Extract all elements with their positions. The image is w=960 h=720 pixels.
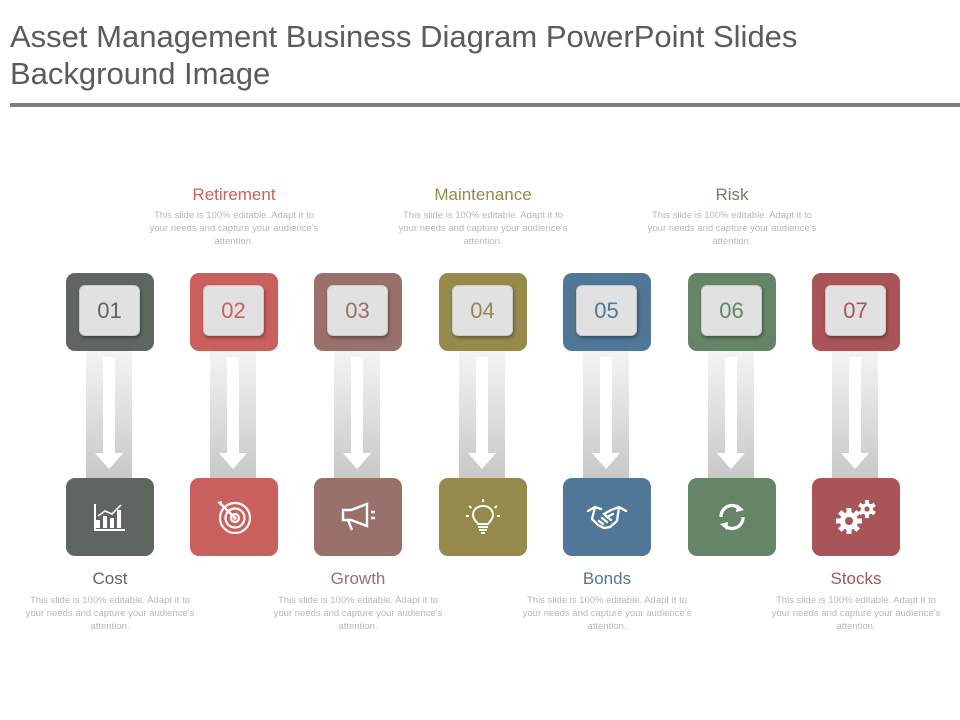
connector-arrow — [832, 351, 878, 478]
step-number-box: 06 — [688, 273, 776, 351]
step-number-box: 07 — [812, 273, 900, 351]
step-number: 05 — [576, 285, 637, 336]
megaphone-icon — [338, 500, 378, 534]
slide-title-line-2: Background Image — [10, 56, 271, 91]
step-description: This slide is 100% editable. Adapt it to… — [398, 210, 568, 247]
refresh-icon — [713, 498, 751, 536]
step-description: This slide is 100% editable. Adapt it to… — [25, 595, 195, 632]
step-number-box: 04 — [439, 273, 527, 351]
handshake-icon — [586, 501, 628, 533]
connector-arrow — [210, 351, 256, 478]
step-07: 07 — [812, 0, 900, 720]
connector-arrow — [459, 351, 505, 478]
step-number-box: 03 — [314, 273, 402, 351]
step-number-box: 05 — [563, 273, 651, 351]
connector-arrow — [708, 351, 754, 478]
step-02: 02 — [190, 0, 278, 720]
step-icon-box — [190, 478, 278, 556]
step-label: Growth — [330, 569, 386, 588]
step-icon-box — [812, 478, 900, 556]
step-description: This slide is 100% editable. Adapt it to… — [149, 210, 319, 247]
step-label: Risk — [715, 185, 749, 204]
connector-arrow — [334, 351, 380, 478]
gears-icon — [833, 497, 879, 537]
step-icon-box — [688, 478, 776, 556]
step-description: This slide is 100% editable. Adapt it to… — [522, 595, 692, 632]
connector-arrow — [86, 351, 132, 478]
title-divider — [10, 103, 960, 107]
step-number: 07 — [825, 285, 886, 336]
step-icon-box — [439, 478, 527, 556]
bar-chart-icon — [93, 502, 127, 532]
step-description: This slide is 100% editable. Adapt it to… — [647, 210, 817, 247]
step-number-box: 02 — [190, 273, 278, 351]
step-06: 06 — [688, 0, 776, 720]
step-number: 03 — [327, 285, 388, 336]
connector-arrow — [583, 351, 629, 478]
step-label: Cost — [92, 569, 128, 588]
lightbulb-icon — [463, 497, 503, 537]
step-label: Retirement — [192, 185, 276, 204]
step-number: 02 — [203, 285, 264, 336]
step-04: 04 — [439, 0, 527, 720]
step-label: Bonds — [582, 569, 632, 588]
step-description: This slide is 100% editable. Adapt it to… — [771, 595, 941, 632]
slide-title-line-1: Asset Management Business Diagram PowerP… — [10, 19, 798, 54]
step-03: 03 — [314, 0, 402, 720]
slide-title: Asset Management Business Diagram PowerP… — [10, 18, 940, 92]
step-label: Maintenance — [434, 185, 532, 204]
step-description: This slide is 100% editable. Adapt it to… — [273, 595, 443, 632]
step-label: Stocks — [830, 569, 882, 588]
step-01: 01 — [66, 0, 154, 720]
step-05: 05 — [563, 0, 651, 720]
step-number: 04 — [452, 285, 513, 336]
step-icon-box — [66, 478, 154, 556]
step-number: 06 — [701, 285, 762, 336]
step-number-box: 01 — [66, 273, 154, 351]
step-icon-box — [563, 478, 651, 556]
step-number: 01 — [79, 285, 140, 336]
step-icon-box — [314, 478, 402, 556]
target-icon — [214, 497, 254, 537]
